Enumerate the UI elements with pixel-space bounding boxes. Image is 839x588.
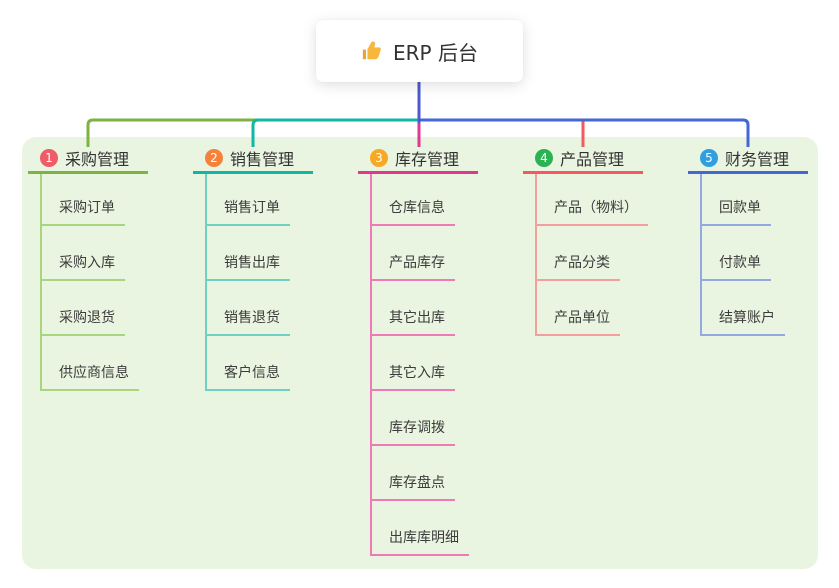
root-node[interactable]: ERP 后台 bbox=[316, 20, 523, 82]
mindmap-node[interactable]: 产品单位 bbox=[537, 281, 620, 336]
branch-product-children: 产品（物料） 产品分类 产品单位 bbox=[535, 174, 648, 336]
branch-finance: 5 财务管理 回款单 付款单 结算账户 bbox=[688, 144, 808, 336]
branch-number-badge: 4 bbox=[535, 148, 553, 167]
branch-number-badge: 2 bbox=[205, 148, 223, 167]
branch-number-badge: 5 bbox=[700, 148, 718, 167]
branch-sales: 2 销售管理 销售订单 销售出库 销售退货 客户信息 bbox=[193, 144, 313, 391]
branch-finance-children: 回款单 付款单 结算账户 bbox=[700, 174, 785, 336]
branch-label: 财务管理 bbox=[725, 149, 790, 169]
branch-finance-topic[interactable]: 5 财务管理 bbox=[688, 144, 808, 174]
thumbs-up-icon bbox=[361, 40, 383, 62]
branch-product-topic[interactable]: 4 产品管理 bbox=[523, 144, 643, 174]
branch-label: 库存管理 bbox=[395, 149, 460, 169]
canvas-panel bbox=[22, 137, 818, 569]
branch-product: 4 产品管理 产品（物料） 产品分类 产品单位 bbox=[523, 144, 648, 336]
root-label: ERP 后台 bbox=[393, 40, 478, 65]
mindmap-node[interactable]: 采购退货 bbox=[42, 281, 125, 336]
mindmap-node[interactable]: 其它出库 bbox=[372, 281, 455, 336]
mindmap-node[interactable]: 结算账户 bbox=[702, 281, 785, 336]
mindmap-node[interactable]: 产品库存 bbox=[372, 226, 455, 281]
mindmap-node[interactable]: 产品（物料） bbox=[537, 174, 648, 226]
branch-label: 产品管理 bbox=[560, 149, 625, 169]
mindmap-node[interactable]: 库存调拨 bbox=[372, 391, 455, 446]
mindmap-node[interactable]: 客户信息 bbox=[207, 336, 290, 391]
branch-sales-children: 销售订单 销售出库 销售退货 客户信息 bbox=[205, 174, 290, 391]
branch-inventory-topic[interactable]: 3 库存管理 bbox=[358, 144, 478, 174]
branch-inventory-children: 仓库信息 产品库存 其它出库 其它入库 库存调拨 库存盘点 出库库明细 bbox=[370, 174, 469, 556]
mindmap-node[interactable]: 库存盘点 bbox=[372, 446, 455, 501]
branch-label: 采购管理 bbox=[65, 149, 130, 169]
mindmap-node[interactable]: 回款单 bbox=[702, 174, 771, 226]
mindmap-node[interactable]: 销售出库 bbox=[207, 226, 290, 281]
branch-inventory: 3 库存管理 仓库信息 产品库存 其它出库 其它入库 库存调拨 库存盘点 出库库… bbox=[358, 144, 478, 556]
branch-label: 销售管理 bbox=[230, 149, 295, 169]
mindmap-node[interactable]: 销售订单 bbox=[207, 174, 290, 226]
mindmap-node[interactable]: 出库库明细 bbox=[372, 501, 469, 556]
branch-purchase-topic[interactable]: 1 采购管理 bbox=[28, 144, 148, 174]
mindmap-node[interactable]: 采购订单 bbox=[42, 174, 125, 226]
branch-sales-topic[interactable]: 2 销售管理 bbox=[193, 144, 313, 174]
mindmap-node[interactable]: 付款单 bbox=[702, 226, 771, 281]
branch-purchase: 1 采购管理 采购订单 采购入库 采购退货 供应商信息 bbox=[28, 144, 148, 391]
mindmap-node[interactable]: 供应商信息 bbox=[42, 336, 139, 391]
branch-number-badge: 1 bbox=[40, 148, 58, 167]
mindmap-node[interactable]: 销售退货 bbox=[207, 281, 290, 336]
branch-purchase-children: 采购订单 采购入库 采购退货 供应商信息 bbox=[40, 174, 139, 391]
branch-number-badge: 3 bbox=[370, 148, 388, 167]
mindmap-node[interactable]: 其它入库 bbox=[372, 336, 455, 391]
mindmap-node[interactable]: 仓库信息 bbox=[372, 174, 455, 226]
mindmap-node[interactable]: 产品分类 bbox=[537, 226, 620, 281]
mindmap-node[interactable]: 采购入库 bbox=[42, 226, 125, 281]
